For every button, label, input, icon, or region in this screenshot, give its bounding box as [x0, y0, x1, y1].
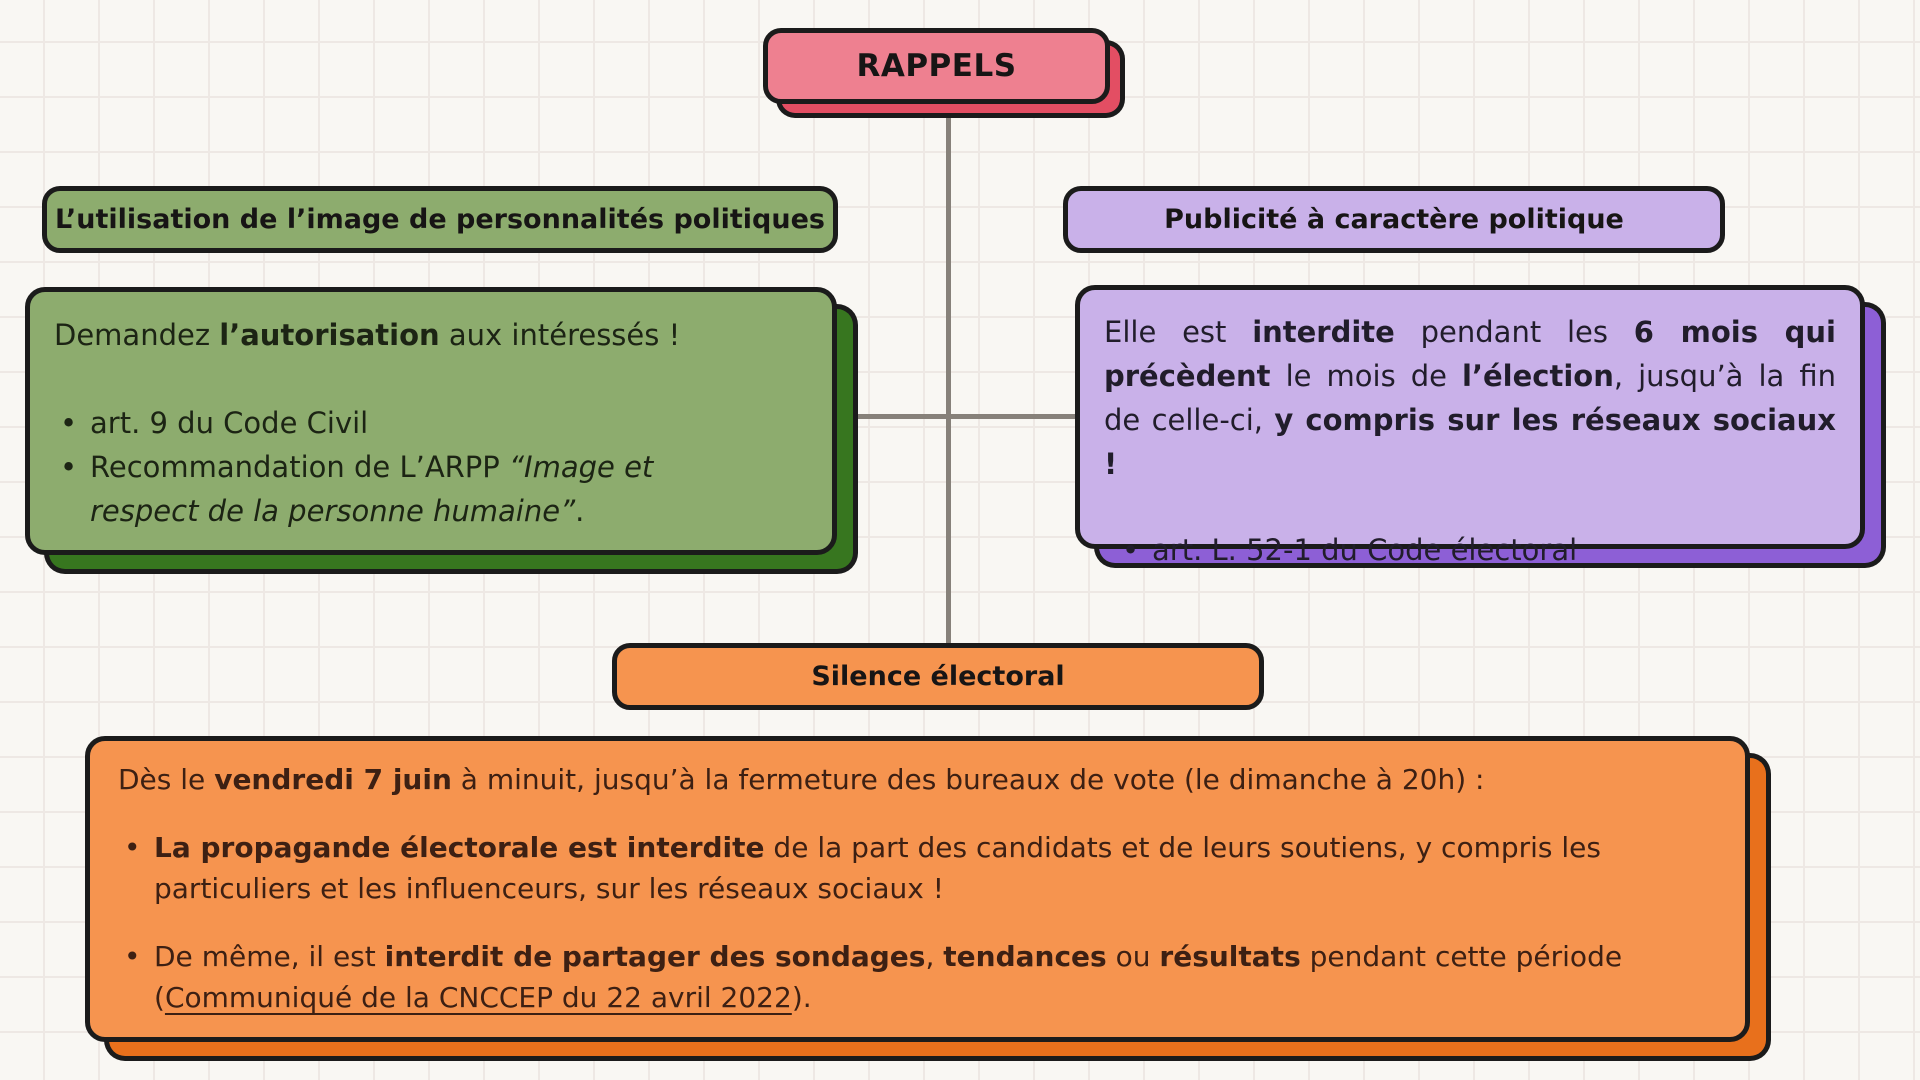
- electoral-silence-intro: Dès le vendredi 7 juin à minuit, jusqu’à…: [118, 763, 1485, 796]
- connector-vertical: [946, 106, 951, 648]
- bullet-item: La propagande électorale est interdite d…: [118, 827, 1638, 909]
- header-political-ads: Publicité à caractère politique: [1063, 186, 1725, 253]
- root-label: RAPPELS: [856, 48, 1017, 84]
- electoral-silence-bullets: La propagande électorale est interdite d…: [118, 827, 1638, 1018]
- cnccep-link[interactable]: Communiqué de la CNCCEP du 22 avril 2022: [164, 981, 792, 1014]
- image-rights-bullets: art. 9 du Code Civil Recommandation de L…: [54, 401, 664, 533]
- header-electoral-silence-label: Silence électoral: [811, 661, 1065, 692]
- bullet-item: Recommandation de L’ARPP “Image et respe…: [54, 445, 664, 533]
- header-political-ads-label: Publicité à caractère politique: [1164, 204, 1624, 235]
- bullet-item: art. 9 du Code Civil: [54, 401, 664, 445]
- card-image-rights: Demandez l’autorisation aux intéressés !…: [25, 287, 837, 555]
- bullet-item: De même, il est interdit de partager des…: [118, 936, 1638, 1018]
- bullet-item: art. L. 52-1 du Code électoral: [1104, 528, 1836, 572]
- header-electoral-silence: Silence électoral: [612, 643, 1264, 710]
- root-node-rappels: RAPPELS: [763, 28, 1110, 104]
- political-ads-bullets: art. L. 52-1 du Code électoral: [1104, 528, 1836, 572]
- political-ads-paragraph: Elle est interdite pendant les 6 mois qu…: [1104, 315, 1837, 481]
- connector-horizontal: [840, 414, 1080, 419]
- header-image-rights: L’utilisation de l’image de personnalité…: [42, 186, 838, 253]
- card-political-ads: Elle est interdite pendant les 6 mois qu…: [1075, 285, 1865, 572]
- card-electoral-silence: Dès le vendredi 7 juin à minuit, jusqu’à…: [85, 736, 1750, 1042]
- header-image-rights-label: L’utilisation de l’image de personnalité…: [55, 204, 825, 235]
- image-rights-intro: Demandez l’autorisation aux intéressés !: [54, 318, 681, 352]
